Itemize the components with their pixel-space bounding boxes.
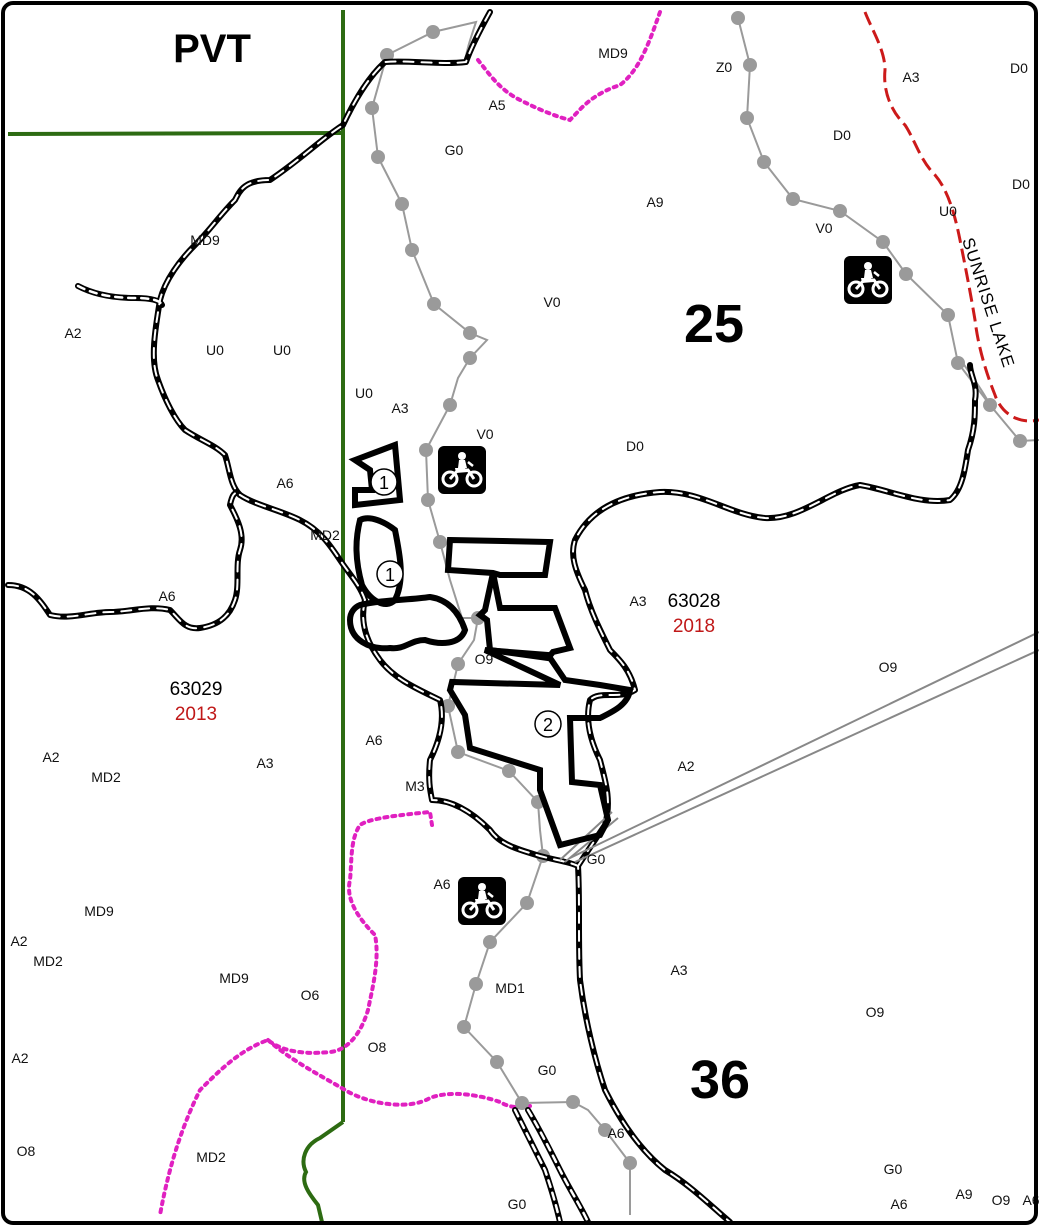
veg-label: Z0	[716, 59, 733, 75]
veg-label: A3	[256, 755, 273, 771]
roads	[5, 9, 976, 1225]
veg-label: A2	[42, 749, 59, 765]
veg-label: A3	[629, 593, 646, 609]
veg-label: A3	[902, 69, 919, 85]
stand-id: 63028	[668, 591, 721, 612]
unit-1a-polygon	[348, 440, 404, 509]
stand-year: 2013	[175, 704, 217, 725]
veg-label: V0	[476, 426, 493, 442]
veg-label: O8	[368, 1039, 387, 1055]
veg-label: A2	[677, 758, 694, 774]
veg-label: D0	[833, 127, 851, 143]
veg-label: O8	[17, 1143, 36, 1159]
ownership-label: PVT	[173, 27, 251, 71]
veg-label: A5	[488, 97, 505, 113]
veg-label: A6	[433, 876, 450, 892]
veg-label: D0	[1012, 176, 1030, 192]
veg-label: O9	[475, 651, 494, 667]
unit-number-label: 1	[379, 473, 389, 493]
veg-label: M3	[405, 778, 425, 794]
veg-label: A2	[11, 1050, 28, 1066]
veg-label: G0	[884, 1161, 903, 1177]
veg-label: A6	[276, 475, 293, 491]
veg-label: G0	[508, 1196, 527, 1212]
veg-label: MD2	[196, 1149, 226, 1165]
veg-label: D0	[626, 438, 644, 454]
veg-label: A6	[607, 1125, 624, 1141]
unit-marker-2	[534, 710, 562, 738]
veg-label: A9	[646, 194, 663, 210]
veg-label: U0	[939, 203, 957, 219]
motorcycle-icon	[456, 875, 508, 927]
magenta-trail	[158, 10, 662, 1217]
veg-label: U0	[206, 342, 224, 358]
trail-node-dots	[365, 11, 1027, 1170]
veg-label: O6	[301, 987, 320, 1003]
veg-label: U0	[355, 385, 373, 401]
veg-label: MD9	[219, 970, 249, 986]
lake-shoreline	[863, 11, 1039, 423]
veg-label: O9	[992, 1192, 1011, 1208]
section-number-36: 36	[690, 1050, 750, 1110]
unit-number-label: 1	[385, 565, 395, 585]
veg-label: MD1	[495, 980, 525, 996]
veg-label: MD2	[91, 769, 121, 785]
veg-label: MD9	[598, 45, 628, 61]
veg-label: G0	[538, 1062, 557, 1078]
veg-label: A2	[64, 325, 81, 341]
unit-2c-polygon	[446, 647, 634, 849]
veg-label: G0	[445, 142, 464, 158]
veg-label: U0	[273, 342, 291, 358]
veg-label: A6	[158, 588, 175, 604]
veg-label: A6	[890, 1196, 907, 1212]
stand-year: 2018	[673, 616, 715, 637]
unit-number-label: 2	[543, 715, 553, 735]
unit-marker-1a	[370, 468, 398, 496]
veg-label: A3	[670, 962, 687, 978]
stand-id: 63029	[170, 679, 223, 700]
veg-label: A9	[955, 1186, 972, 1202]
veg-label: O9	[879, 659, 898, 675]
treatment-units	[346, 440, 634, 849]
motorcycle-icon	[842, 254, 894, 306]
veg-label: G0	[587, 851, 606, 867]
veg-label: MD9	[190, 232, 220, 248]
unit-marker-1b	[376, 560, 404, 588]
veg-label: D0	[1010, 60, 1028, 76]
veg-label: V0	[815, 220, 832, 236]
veg-label: MD2	[33, 953, 63, 969]
powerline	[559, 631, 1039, 863]
veg-label: MD9	[84, 903, 114, 919]
vegetation-labels: MD9 A5 Z0 A3 D0 G0 D0 A9 D0 U0 V0 MD9 A2…	[10, 45, 1039, 1212]
veg-label: A3	[391, 400, 408, 416]
section-number-25: 25	[684, 294, 744, 354]
veg-label: A2	[10, 933, 27, 949]
veg-label: MD2	[310, 527, 340, 543]
unit-number-markers: 1 1 2	[370, 468, 562, 738]
motorcycle-icon	[436, 444, 488, 496]
unit-1c-polygon	[346, 593, 469, 652]
veg-label: A6	[365, 732, 382, 748]
veg-label: O9	[866, 1004, 885, 1020]
unit-2a-polygon	[444, 536, 554, 578]
veg-label: V0	[543, 294, 560, 310]
